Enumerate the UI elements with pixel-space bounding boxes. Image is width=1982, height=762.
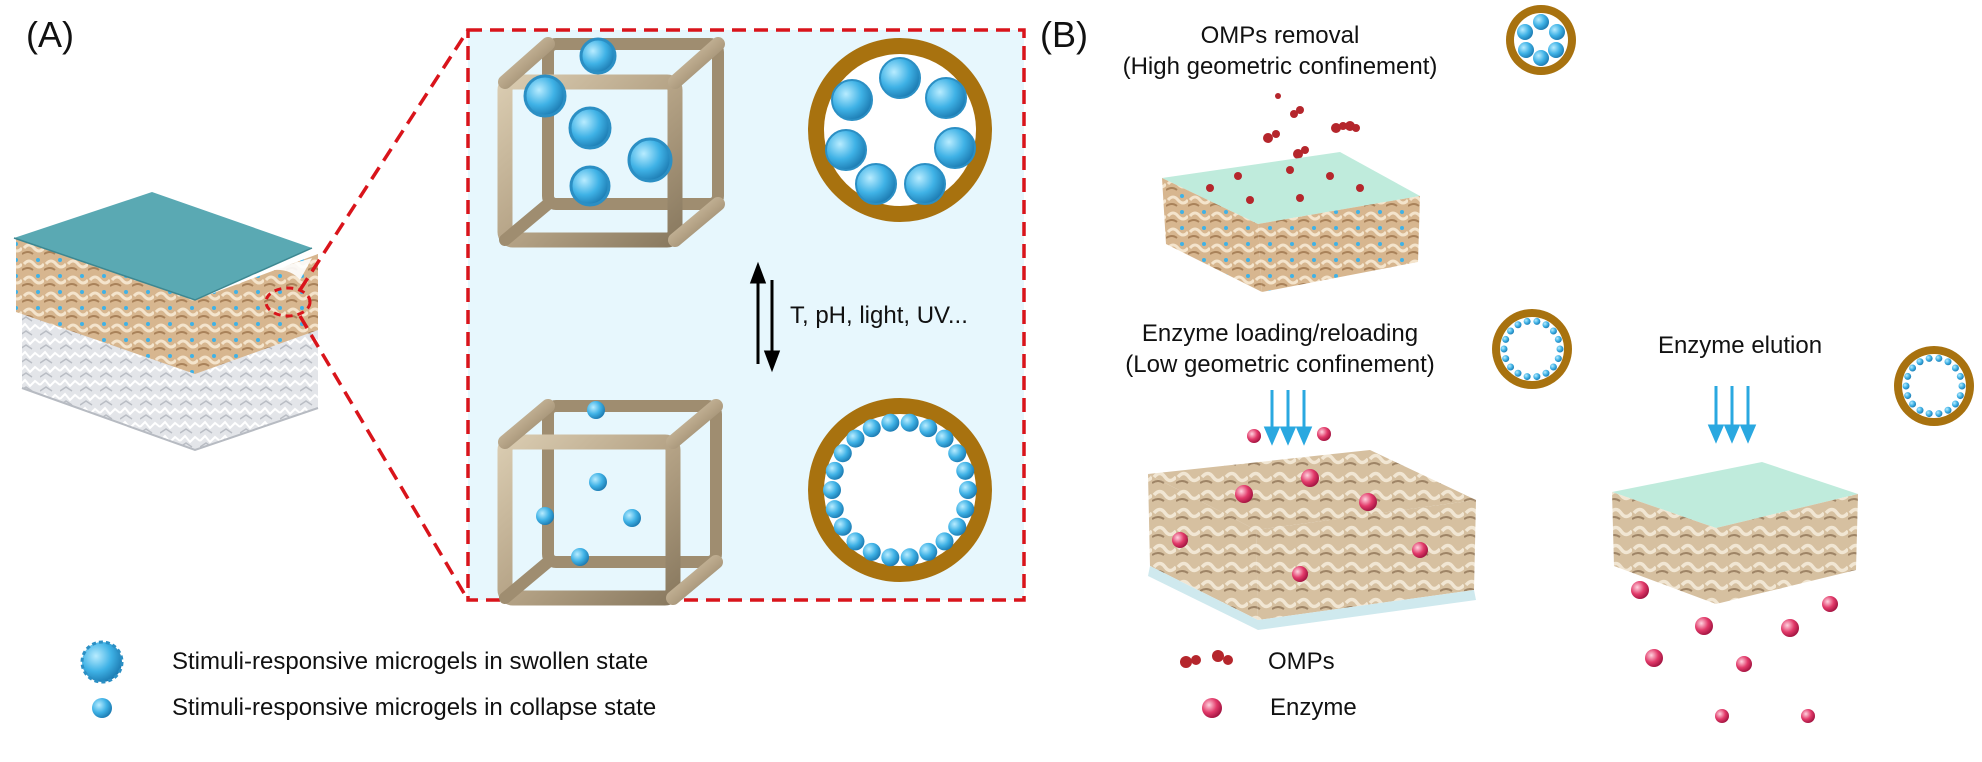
collapsed-microgel-dot [1909, 400, 1917, 408]
collapsed-microgel-dot [1925, 410, 1933, 418]
collapsed-microgel-dot [956, 461, 975, 480]
collapsed-microgel-dot [862, 542, 881, 561]
collapsed-microgel-dot [1925, 354, 1933, 362]
collapsed-microgel-dot [1956, 392, 1964, 400]
loading-arrows [1263, 390, 1313, 446]
reversible-arrows [749, 261, 781, 373]
collapsed-microgel-dot [1523, 373, 1531, 381]
stimuli-text: T, pH, light, UV... [790, 302, 968, 329]
omps-removal-caption: OMPs removal (High geometric confinement… [1080, 20, 1480, 82]
collapsed-microgel-dot [919, 542, 938, 561]
cube-collapsed [497, 399, 723, 606]
collapsed-microgel-dot [1944, 358, 1952, 366]
collapsed-microgel-dot [825, 500, 844, 519]
collapsed-microgel-dot [1944, 406, 1952, 414]
collapsed-microgel-dot [1500, 345, 1508, 353]
collapsed-microgel-dot [1935, 354, 1943, 362]
pore-ring-collapsed-small-1 [1492, 309, 1572, 389]
membrane-block-enzyme-elution [1612, 462, 1858, 604]
omps-removal-line1: OMPs removal [1200, 22, 1360, 49]
collapsed-microgel-dot [1556, 345, 1564, 353]
panel-b-label: (B) [1040, 14, 1088, 55]
collapsed-microgel-dot [1542, 369, 1550, 377]
collapsed-microgel-dot [833, 444, 852, 463]
pore-ring-swollen [808, 38, 992, 222]
collapsed-microgel-dot [833, 517, 852, 536]
collapsed-microgel-dot [881, 548, 900, 567]
cube-swollen [497, 37, 725, 248]
collapsed-microgel-dot [919, 419, 938, 438]
membrane-block-enzyme-loading [1148, 450, 1476, 630]
collapsed-microgel-dot [1549, 363, 1557, 371]
collapsed-microgel-dot [1909, 364, 1917, 372]
collapsed-microgel-dot [1956, 372, 1964, 380]
collapsed-microgel-dot [823, 481, 841, 499]
collapsed-microgel-dot [1554, 335, 1562, 343]
collapsed-microgel-dot [881, 413, 900, 432]
legend-omps-text: OMPs [1268, 648, 1335, 675]
collapsed-microgel-dot [1542, 321, 1550, 329]
collapsed-microgel-dot [900, 548, 919, 567]
legend-swollen-icon [80, 640, 124, 684]
legend-swollen-text: Stimuli-responsive microgels in swollen … [172, 648, 649, 675]
collapsed-microgel-dot [1514, 321, 1522, 329]
omps-particles-released [1263, 93, 1360, 159]
collapsed-microgel-dot [846, 429, 865, 448]
legend-collapse-icon [92, 698, 112, 718]
enzyme-loading-line2: (Low geometric confinement) [1125, 351, 1435, 378]
enzymes-eluted [1631, 581, 1838, 723]
collapsed-microgel-dot [956, 500, 975, 519]
collapsed-microgel-dot [1554, 355, 1562, 363]
pore-ring-collapsed [808, 398, 992, 582]
collapsed-microgels-cube [536, 401, 641, 566]
elution-arrows [1707, 386, 1757, 444]
collapsed-microgel-dot [1951, 400, 1959, 408]
collapsed-microgel-dot [1502, 355, 1510, 363]
collapsed-microgel-dot [1533, 373, 1541, 381]
collapsed-microgel-dot [1902, 382, 1910, 390]
enzyme-loading-line1: Enzyme loading/reloading [1141, 320, 1419, 347]
collapsed-microgel-dot [1514, 369, 1522, 377]
membrane-block-a [13, 192, 319, 452]
collapsed-microgel-dot [1533, 317, 1541, 325]
collapsed-microgel-dot [1916, 358, 1924, 366]
legend-omps-icon [1180, 650, 1233, 668]
collapsed-microgel-dot [948, 517, 967, 536]
pore-ring-swollen-small [1506, 5, 1576, 75]
collapsed-microgel-dot [948, 444, 967, 463]
omps-removal-line2: (High geometric confinement) [1122, 53, 1438, 80]
membrane-block-omps [1162, 152, 1420, 292]
legend-enzyme-icon [1202, 698, 1222, 718]
collapsed-microgel-dot [1935, 410, 1943, 418]
collapsed-microgel-dot [1502, 335, 1510, 343]
swollen-microgels-cube [523, 37, 673, 207]
legend-collapse-text: Stimuli-responsive microgels in collapse… [172, 694, 657, 721]
collapsed-microgel-dot [900, 413, 919, 432]
enzymes-incoming [1247, 427, 1331, 443]
collapsed-microgel-dot [1951, 364, 1959, 372]
panel-a-label: (A) [26, 14, 74, 55]
pore-ring-collapsed-small-2 [1894, 346, 1974, 426]
collapsed-microgel-dot [1549, 327, 1557, 335]
collapsed-microgel-dot [1507, 363, 1515, 371]
collapsed-microgel-dot [862, 419, 881, 438]
collapsed-microgel-dot [935, 429, 954, 448]
legend-enzyme-text: Enzyme [1270, 694, 1357, 721]
collapsed-microgel-dot [1958, 382, 1966, 390]
zoom-connector [264, 29, 470, 601]
collapsed-microgel-dot [1523, 317, 1531, 325]
collapsed-microgel-dot [1904, 372, 1912, 380]
collapsed-microgel-dot [1507, 327, 1515, 335]
collapsed-microgel-dot [1916, 406, 1924, 414]
enzyme-loading-caption: Enzyme loading/reloading (Low geometric … [1080, 318, 1480, 380]
collapsed-microgel-dot [935, 532, 954, 551]
enzyme-elution-caption: Enzyme elution [1657, 332, 1823, 359]
collapsed-microgel-dot [825, 461, 844, 480]
collapsed-microgel-dot [959, 481, 977, 499]
collapsed-microgel-dot [1904, 392, 1912, 400]
collapsed-microgel-dot [846, 532, 865, 551]
